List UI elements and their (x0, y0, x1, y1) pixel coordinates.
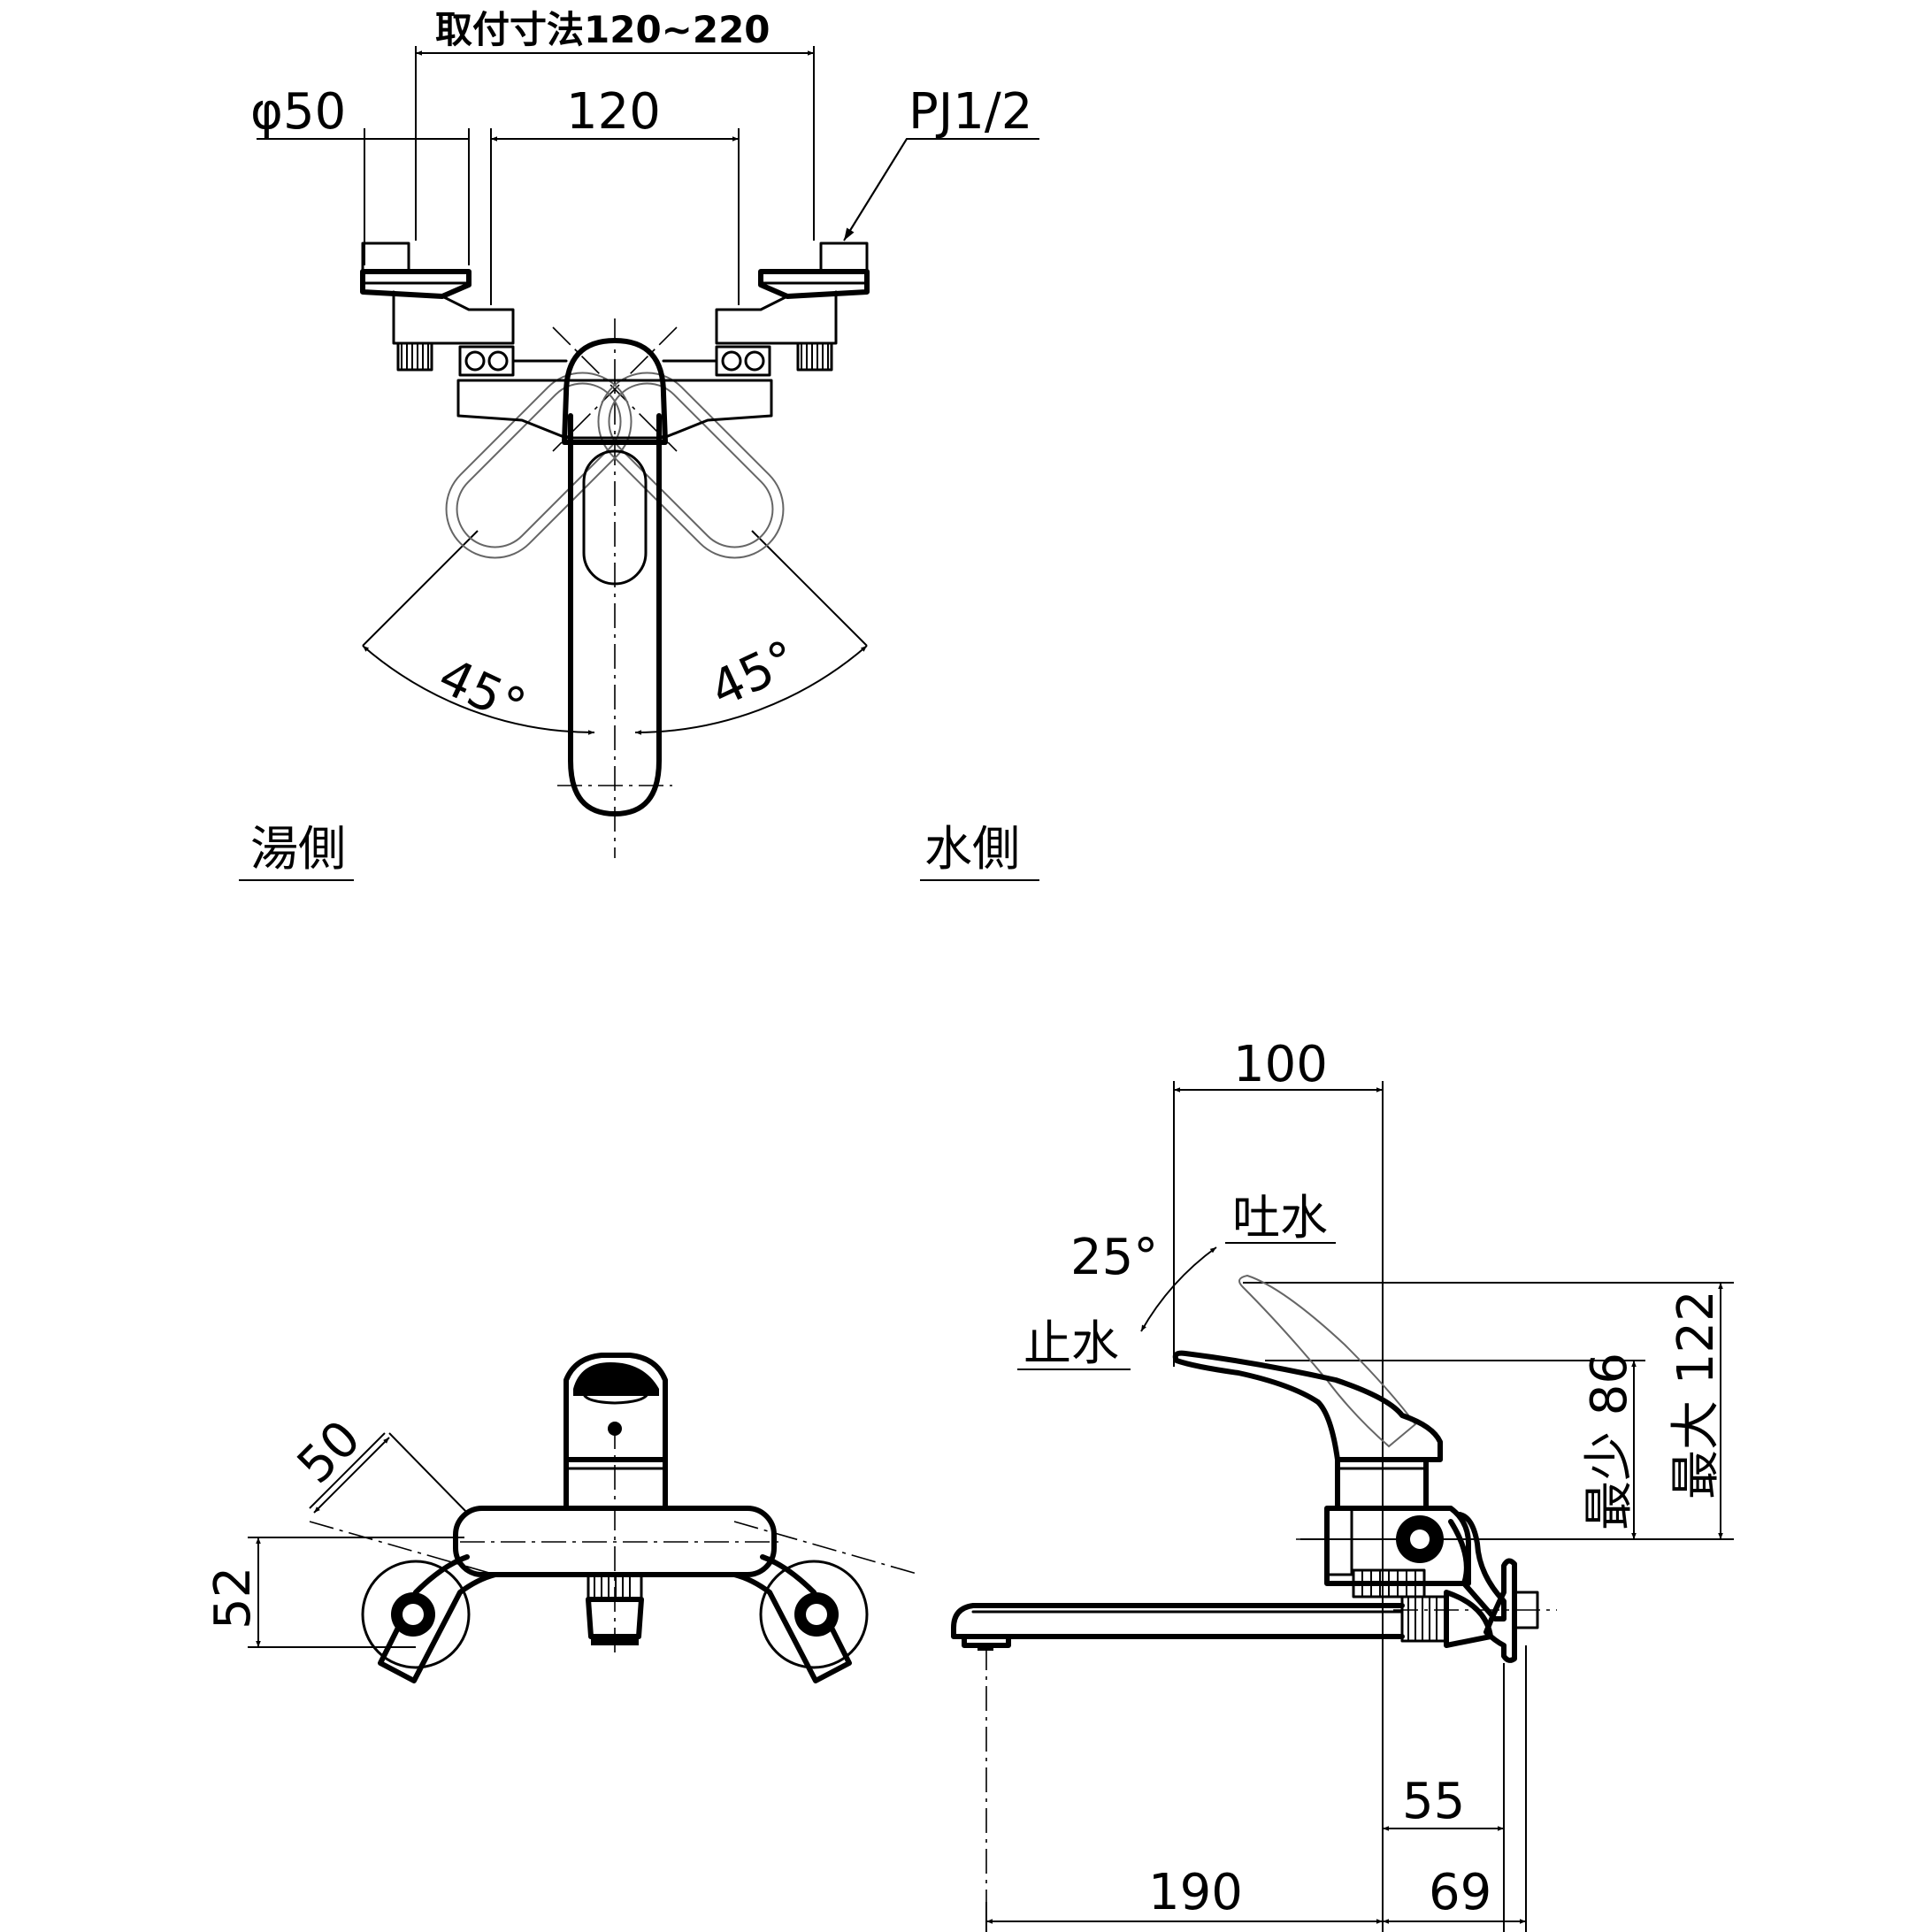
angle-arc-left (362, 645, 595, 735)
front-arm-right (732, 1554, 852, 1683)
top-view: 取付寸法120~220 φ50 120 PJ1/2 45° 45° (239, 8, 1039, 881)
front-cap-window (582, 1378, 649, 1405)
side-coupling-end (1444, 1590, 1493, 1648)
angle-right-label: 45° (702, 630, 805, 719)
front-cap-screw (608, 1422, 622, 1436)
hot-side-label: 湯側 (250, 821, 346, 877)
front-outlet-knurl (594, 1575, 631, 1599)
right-fitting (662, 242, 870, 377)
dim-spout-reach-label: 190 (1148, 1864, 1243, 1921)
dim-wall-depth-label: 55 (1402, 1773, 1465, 1830)
side-outlet-knurl (1361, 1570, 1416, 1597)
front-outlet-tip (591, 1635, 639, 1645)
side-spout (951, 1603, 1405, 1639)
front-centerline-diag-right (733, 1521, 921, 1576)
dim-pitch-label: 120 (566, 83, 661, 141)
side-view: 100 最少 86 最大 122 25° 吐水 止水 (951, 1036, 1734, 1932)
dim-offset-line (313, 1437, 390, 1514)
side-bracket (1448, 1512, 1506, 1622)
angle-ext-right (751, 530, 868, 647)
leader-thread-arrow (843, 138, 908, 242)
front-arm-left (378, 1554, 498, 1683)
front-cap (564, 1353, 668, 1462)
ghost-lever-left (445, 372, 632, 559)
angle-arc-right (634, 645, 868, 735)
side-coupling-knurl (1407, 1597, 1438, 1641)
side-wall-nut (1513, 1591, 1539, 1629)
front-offset-ext-b (388, 1432, 470, 1515)
ghost-lever-right (597, 372, 785, 559)
dim-min-label: 最少 86 (1581, 1353, 1638, 1530)
side-body-cap (1325, 1506, 1353, 1576)
side-ghost-lever (1238, 1274, 1417, 1448)
side-spout-aerator (978, 1644, 993, 1651)
left-fitting (360, 242, 568, 377)
dim-mount-range-label: 取付寸法120~220 (435, 8, 770, 51)
dim-max-label: 最大 122 (1668, 1290, 1725, 1499)
angle-ext-left (362, 530, 479, 647)
lever-hub (562, 338, 668, 445)
top-view-centerline-diag-b (552, 326, 678, 452)
front-view: 52 50 (204, 1353, 921, 1683)
lever-handle (568, 413, 662, 816)
leader-thread (844, 138, 1039, 240)
dim-width-top-label: 100 (1233, 1036, 1328, 1093)
cold-side-label: 水側 (924, 821, 1020, 877)
lever-grip (582, 449, 648, 586)
angle-left-label: 45° (430, 648, 533, 737)
front-centerline-diag-left (309, 1521, 496, 1576)
side-lever (1172, 1350, 1443, 1462)
thread-label: PJ1/2 (908, 83, 1032, 141)
front-base-right (759, 1560, 869, 1669)
dim-offset-label: 50 (287, 1410, 372, 1495)
stop-label: 止水 (1024, 1315, 1119, 1371)
dim-height-label: 52 (204, 1567, 262, 1629)
dim-diameter-label: φ50 (250, 83, 346, 141)
front-base-left (361, 1560, 471, 1669)
front-neck (564, 1457, 668, 1511)
outflow-label: 吐水 (1232, 1190, 1328, 1246)
side-angle-arc (1140, 1246, 1217, 1332)
side-angle-label: 25° (1070, 1229, 1158, 1286)
dim-base-depth-label: 69 (1429, 1864, 1491, 1921)
